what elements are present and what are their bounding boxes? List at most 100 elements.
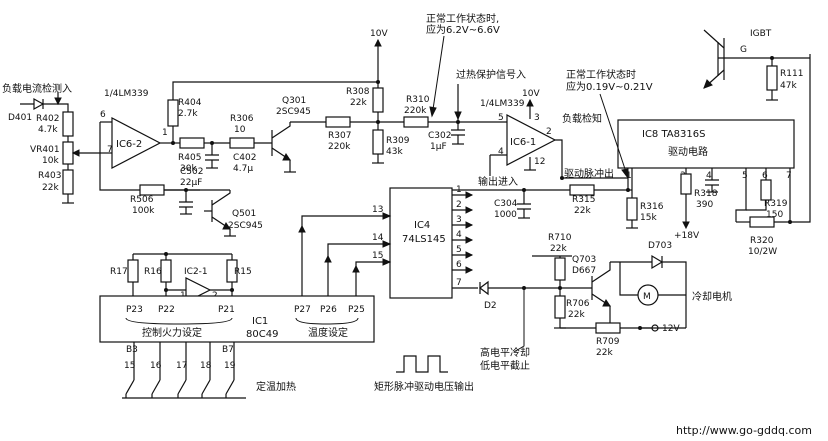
label-ic8-func: 驱动电路	[668, 145, 708, 158]
switch-section: B3 B7 15 16 17 18 19 定温加热	[122, 342, 296, 399]
arrow-in13-icon	[382, 212, 392, 220]
r405-resistor	[179, 137, 205, 149]
label-r402-val: 4.7k	[38, 125, 58, 135]
label-ic6-2-name: 1/4LM339	[104, 89, 149, 99]
wire-d401	[20, 103, 69, 112]
label-ic4-val: 74LS145	[402, 234, 446, 245]
label-sw16: 16	[150, 361, 162, 371]
label-sw18: 18	[200, 361, 212, 371]
label-p26: P26	[320, 305, 337, 315]
arrow-out1-icon	[465, 191, 474, 199]
label-pin5: 5	[498, 113, 504, 123]
label-timed-heat: 定温加热	[256, 380, 296, 393]
wire-ic6-1-out	[555, 139, 629, 190]
ic4-section: IC4 74LS145 13 14 15 1 2 3 4 5 6 7	[298, 184, 628, 311]
label-ic4-out5: 5	[456, 245, 462, 255]
label-r308: R308	[346, 87, 370, 97]
label-q703: Q703	[572, 255, 596, 265]
label-ic4-in14: 14	[372, 233, 384, 243]
label-r403: R403	[38, 171, 61, 181]
label-output-enter: 输出进入	[478, 175, 518, 188]
label-q301-val: 2SC945	[276, 107, 311, 117]
arrow-out4-icon	[465, 236, 474, 244]
label-q501: Q501	[232, 209, 256, 219]
label-r320-val: 10/2W	[748, 247, 777, 257]
label-r15: R15	[234, 267, 252, 277]
label-d2: D2	[484, 301, 497, 311]
junction-12v	[638, 326, 642, 330]
label-drive-pulse-out: 驱动脉冲出	[564, 167, 614, 180]
junction-ic6-1-out	[560, 176, 564, 180]
label-overheat-signal: 过热保护信号入	[456, 68, 526, 81]
annotation-line-3	[513, 288, 525, 353]
label-normal-state-2a: 正常工作状态时	[566, 68, 636, 81]
label-c304: C304	[494, 199, 518, 209]
brace-fire-power	[125, 317, 233, 325]
label-r316: R316	[640, 202, 664, 212]
r403-resistor	[62, 169, 74, 195]
label-q703-val: D667	[572, 266, 596, 276]
label-r318: R318	[694, 189, 718, 199]
label-v18: +18V	[674, 231, 700, 241]
label-ic6-1: IC6-1	[510, 137, 536, 148]
label-r710: R710	[548, 233, 572, 243]
r16-resistor	[160, 259, 172, 283]
label-r319: R319	[764, 199, 788, 209]
label-vr401: VR401	[30, 145, 60, 155]
label-ic4-out3: 3	[456, 215, 462, 225]
wire-motor-in	[619, 262, 638, 296]
label-p27: P27	[294, 305, 311, 315]
label-ic1: IC1	[252, 316, 268, 327]
q703-emitter-arrow-icon	[602, 299, 611, 307]
label-c402: C402	[233, 153, 256, 163]
label-ic8-pin1: 1	[626, 171, 632, 181]
wire-switch-bottoms	[125, 394, 227, 398]
label-r309-val: 43k	[386, 147, 403, 157]
label-r307-val: 220k	[328, 142, 351, 152]
r316-resistor	[626, 197, 638, 221]
rectangular-pulse-waveform-icon	[396, 355, 448, 373]
label-ic8-pin6: 6	[762, 171, 768, 181]
label-r710-val: 22k	[550, 244, 567, 254]
label-r318-val: 390	[696, 200, 713, 210]
junction-ic2-in	[164, 288, 168, 292]
label-q501-val: 2SC945	[228, 221, 263, 231]
junction-ic2-out	[230, 288, 234, 292]
d401-diode-icon	[33, 97, 45, 111]
r306-resistor	[229, 137, 255, 149]
label-r315: R315	[572, 195, 595, 205]
q301-collector	[271, 122, 291, 139]
label-c304-val: 1000	[494, 210, 517, 220]
label-normal-state-1b: 应为6.2V~6.6V	[426, 23, 500, 36]
label-high-level-cool: 高电平冷却	[480, 346, 530, 359]
label-pin7: 7	[107, 145, 113, 155]
label-low-level-stop: 低电平截止	[480, 359, 530, 372]
label-r17: R17	[110, 267, 128, 277]
q501-collector	[211, 190, 231, 206]
switch-contacts-icon	[125, 379, 235, 395]
label-r706: R706	[566, 299, 590, 309]
r404-resistor	[167, 99, 179, 127]
pulse-waveform-section: 矩形脉冲驱动电压输出	[374, 355, 474, 393]
c304-capacitor-icon	[517, 203, 531, 210]
vr401-wiper-arrow-icon	[71, 149, 80, 157]
annotation-line-2	[599, 93, 629, 179]
ic2-section: R17 R16 R15 IC2-1 1 2	[110, 252, 252, 303]
label-r307: R307	[328, 131, 351, 141]
wire-r319-out	[746, 200, 767, 211]
vr401-potentiometer	[62, 141, 74, 165]
label-10v-ic6: 10V	[522, 89, 540, 99]
arrow-p27-icon	[298, 224, 306, 233]
label-igbt: IGBT	[750, 29, 772, 39]
label-p23: P23	[126, 305, 143, 315]
label-ic2-1: IC2-1	[184, 267, 208, 277]
label-ic4-out2: 2	[456, 200, 462, 210]
label-r706-val: 22k	[568, 310, 585, 320]
arrow-10v-icon	[374, 38, 382, 47]
label-cooling-motor: 冷却电机	[692, 290, 732, 303]
label-pin12: 12	[534, 157, 545, 167]
ic6-1-comparator	[506, 114, 557, 166]
igbt-collector	[703, 29, 725, 49]
q501-emitter-arrow-icon	[222, 222, 231, 230]
